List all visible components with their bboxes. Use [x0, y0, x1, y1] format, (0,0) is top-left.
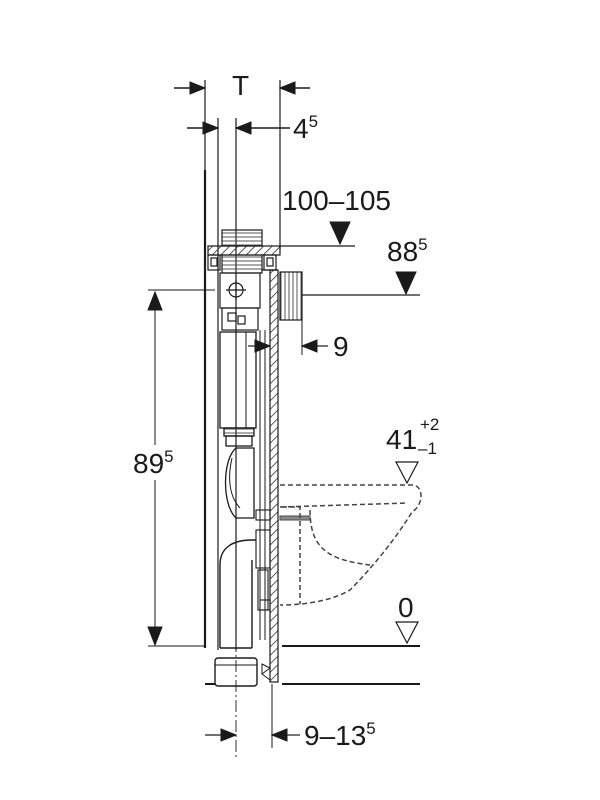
label-frame-offset-sup: 5 — [308, 112, 319, 131]
label-drain-offset-sup: 5 — [366, 719, 376, 738]
level-marker-seat — [395, 461, 419, 485]
front-panel — [262, 269, 279, 683]
label-floor-level: 0 — [398, 592, 414, 623]
label-top-edge-main: 88 — [387, 236, 419, 267]
label-seat-tol-minus: –1 — [418, 439, 437, 458]
label-top-edge-sup: 5 — [418, 235, 428, 254]
label-drain-offset: 9–135 — [304, 719, 376, 751]
drain-pipe — [219, 539, 256, 760]
flush-plate-ribbed — [279, 271, 303, 321]
label-frame-height-sup: 5 — [164, 447, 174, 466]
label-seat-tol-plus: +2 — [420, 415, 440, 434]
cistern-top-housing — [207, 229, 281, 331]
label-top-edge-height: 885 — [387, 235, 428, 267]
cistern-body — [219, 330, 266, 640]
label-frame-offset: 45 — [293, 112, 319, 144]
drain-connector — [214, 657, 271, 687]
label-seat-height: 41 — [386, 424, 418, 455]
level-marker-top — [302, 271, 420, 296]
label-depth-T: T — [232, 70, 250, 101]
toilet-bowl-outline — [279, 484, 422, 606]
label-frame-height-main: 89 — [133, 448, 165, 479]
label-drain-offset-main: 9–13 — [304, 720, 367, 751]
level-marker-flush — [280, 221, 355, 247]
dimension-drain-offset — [205, 684, 300, 748]
dimension-frame-height — [147, 289, 215, 647]
label-wall-gap: 9 — [333, 331, 349, 362]
mounting-bracket — [255, 509, 311, 611]
label-frame-height: 895 — [133, 447, 174, 479]
label-frame-offset-main: 4 — [293, 113, 309, 144]
label-flush-height: 100–105 — [282, 185, 392, 216]
floor-lines — [205, 621, 420, 685]
